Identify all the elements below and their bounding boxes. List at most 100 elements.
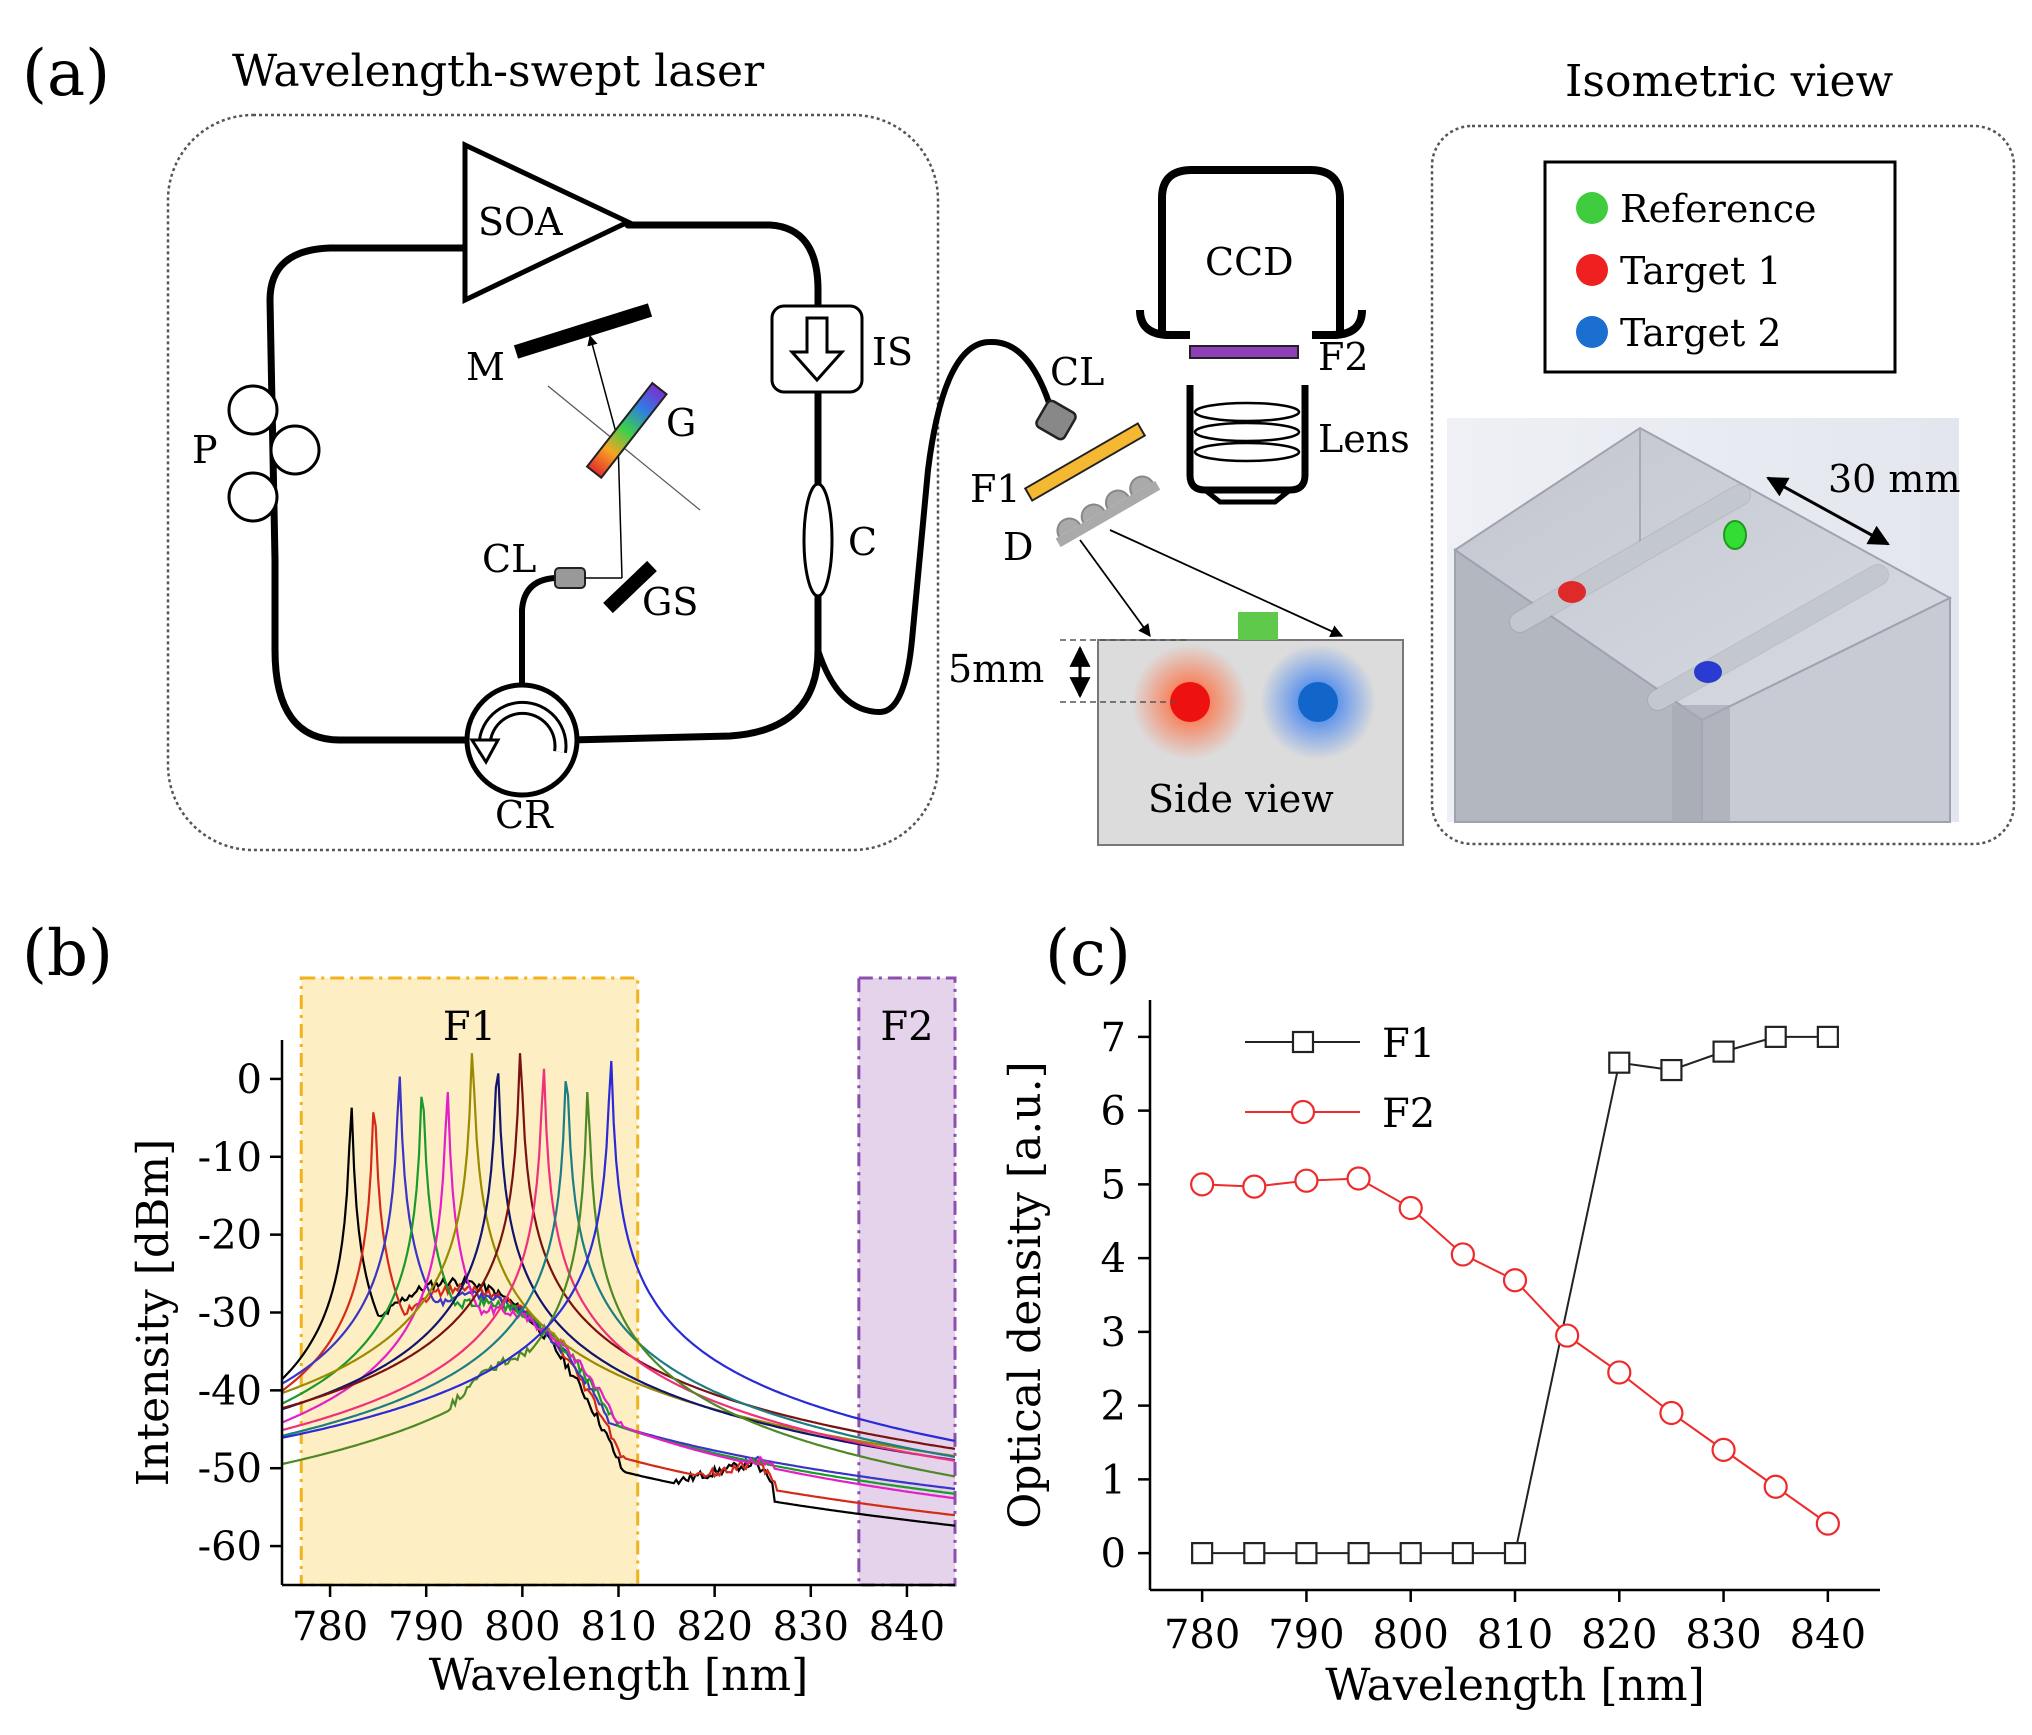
label-g: G <box>666 401 696 445</box>
coupler <box>802 482 834 598</box>
data-point-f2 <box>1763 1474 1788 1499</box>
band-label-f1: F1 <box>443 1004 496 1050</box>
collimator-outer <box>1035 399 1077 441</box>
x-tick-label-c: 810 <box>1477 1612 1553 1658</box>
iso-title: Isometric view <box>1565 56 1894 107</box>
polarization-controller <box>227 384 321 523</box>
legend-label-f1: F1 <box>1382 1021 1435 1067</box>
data-point-f2 <box>1398 1195 1423 1221</box>
legend-target2-swatch <box>1576 316 1608 348</box>
beam-gs-to-g <box>617 439 623 579</box>
y-tick-label-c: 2 <box>1101 1384 1126 1430</box>
filter-f2 <box>1189 345 1299 359</box>
panel-b-letter: (b) <box>22 917 113 991</box>
label-cl-outer: CL <box>1050 350 1104 394</box>
label-c: C <box>848 520 877 564</box>
label-gs: GS <box>642 580 698 624</box>
beam-g-to-m <box>587 334 619 441</box>
spectrum-series-0 <box>281 1107 956 1527</box>
data-point-f2 <box>1659 1400 1684 1426</box>
label-soa: SOA <box>478 200 563 244</box>
iso-enclosure <box>1430 124 2016 846</box>
data-point-f1 <box>1816 1025 1839 1048</box>
label-p: P <box>192 428 218 472</box>
target-2-dot <box>1298 682 1338 722</box>
collimator-inner <box>554 567 586 589</box>
data-point-f2 <box>1502 1268 1528 1293</box>
y-tick-label-b: -20 <box>198 1213 262 1259</box>
data-point-f2 <box>1555 1323 1580 1348</box>
x-tick-label-c: 830 <box>1685 1612 1761 1658</box>
y-tick-label-c: 3 <box>1101 1310 1126 1356</box>
x-tick-label-b: 780 <box>292 1604 368 1650</box>
legend-target1-label: Target 1 <box>1620 249 1782 293</box>
y-tick-label-b: -40 <box>198 1368 262 1414</box>
spectrum-series-1 <box>281 1112 956 1517</box>
data-point-f1 <box>1347 1542 1370 1565</box>
data-point-f2 <box>1242 1174 1267 1199</box>
x-tick-label-b: 800 <box>484 1604 560 1650</box>
y-tick-label-c: 0 <box>1101 1531 1126 1577</box>
data-point-f1 <box>1503 1542 1527 1565</box>
y-tick-label-c: 1 <box>1101 1457 1126 1503</box>
spectrum-series-8 <box>281 1068 956 1462</box>
y-tick-label-b: 0 <box>237 1057 262 1103</box>
label-m: M <box>466 345 505 389</box>
label-cl-inner: CL <box>482 537 536 581</box>
x-tick-label-c: 780 <box>1164 1612 1240 1658</box>
data-point-f1 <box>1660 1058 1683 1082</box>
spectrum-series-11 <box>281 1060 956 1442</box>
circulator <box>464 682 580 798</box>
y-tick-label-b: -60 <box>198 1524 262 1570</box>
spectrum-series-3 <box>281 1096 956 1495</box>
grating <box>585 381 668 480</box>
data-point-f1 <box>1712 1040 1735 1063</box>
x-tick-label-c: 800 <box>1373 1612 1449 1658</box>
data-point-f1 <box>1764 1025 1787 1048</box>
data-point-f2 <box>1450 1242 1475 1267</box>
label-lens: Lens <box>1318 417 1410 461</box>
label-depth: 5mm <box>948 647 1044 691</box>
laser-title: Wavelength-swept laser <box>232 46 765 97</box>
isolator-arrow-icon <box>788 316 846 383</box>
beam-to-sample-right <box>1109 529 1344 638</box>
data-point-f1 <box>1243 1542 1266 1565</box>
y-tick-label-b: -50 <box>198 1446 262 1492</box>
y-axis-title-c: Optical density [a.u.] <box>1000 1061 1051 1529</box>
data-point-f1 <box>1295 1542 1318 1565</box>
x-tick-label-c: 840 <box>1790 1612 1866 1658</box>
laser-enclosure <box>166 113 940 852</box>
band-label-f2: F2 <box>880 1004 933 1050</box>
fiber-ring <box>266 221 822 744</box>
x-tick-label-b: 820 <box>676 1604 752 1650</box>
x-tick-label-c: 790 <box>1268 1612 1344 1658</box>
legend-target2-label: Target 2 <box>1620 311 1782 355</box>
lens <box>1186 385 1309 505</box>
galvo-scanner <box>603 560 657 614</box>
x-tick-label-b: 810 <box>580 1604 656 1650</box>
label-is: IS <box>872 330 913 374</box>
x-tick-label-c: 820 <box>1581 1612 1657 1658</box>
panel-c-letter: (c) <box>1045 917 1131 991</box>
data-point-f1 <box>1399 1542 1422 1565</box>
spectrum-series-7 <box>281 1053 956 1450</box>
y-tick-label-c: 6 <box>1101 1089 1126 1135</box>
y-axis-title-b: Intensity [dBm] <box>128 1139 179 1487</box>
fiber-to-collimator <box>519 575 556 686</box>
ccd-body <box>1158 166 1344 335</box>
data-point-f1 <box>1451 1542 1474 1565</box>
label-f2-optic: F2 <box>1318 335 1369 379</box>
data-point-f2 <box>1815 1511 1840 1536</box>
filter-f1 <box>1023 422 1147 502</box>
series-line-f2 <box>1202 1177 1829 1525</box>
legend-marker-f1 <box>1291 1030 1315 1054</box>
legend-reference-label: Reference <box>1620 187 1817 231</box>
spectrum-series-9 <box>281 1081 956 1458</box>
x-axis-title-c: Wavelength [nm] <box>1325 1660 1705 1711</box>
data-point-f2 <box>1711 1437 1736 1462</box>
x-tick-label-b: 830 <box>773 1604 849 1650</box>
label-side-view: Side view <box>1148 777 1334 821</box>
